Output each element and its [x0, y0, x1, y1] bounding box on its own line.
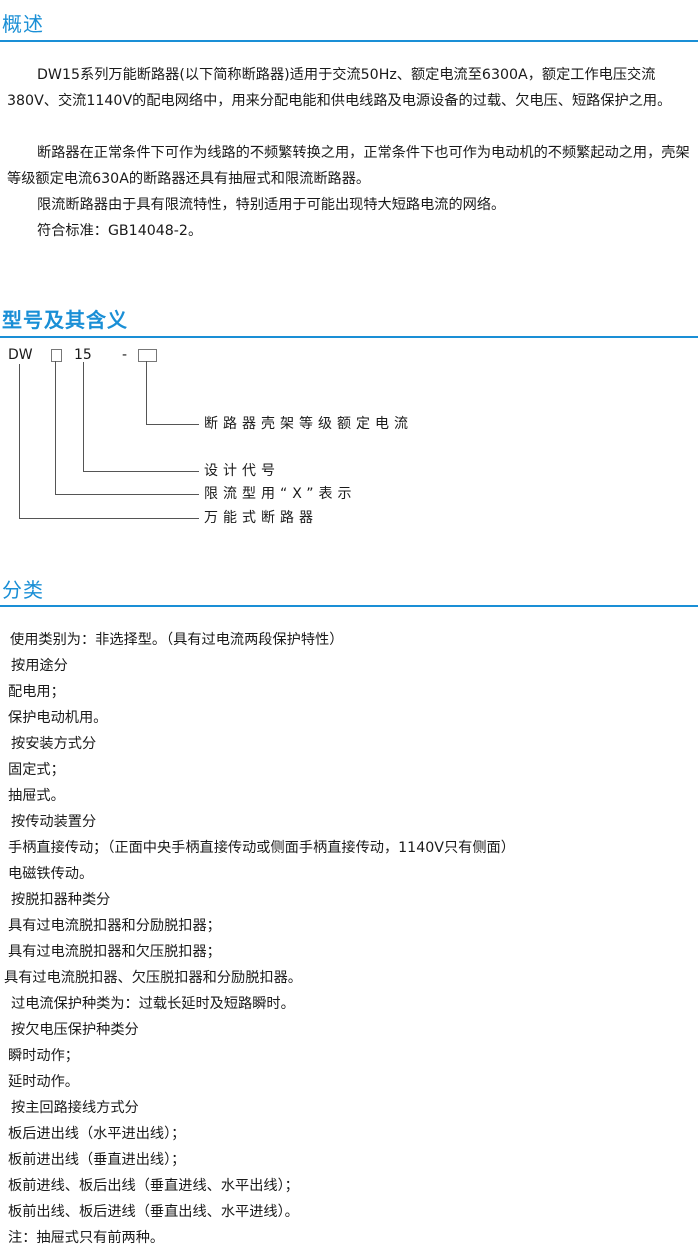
connector-line-limit-h: [55, 494, 199, 495]
connector-line-limit-v: [55, 361, 56, 495]
meaning-current-limiting: 限流型用“X”表示: [204, 486, 357, 502]
overview-paragraph-4: 符合标准：GB14048-2。: [37, 223, 203, 239]
model-code-box-current: [138, 349, 157, 362]
meaning-universal-breaker: 万能式断路器: [204, 510, 318, 526]
list-item: 按主回路接线方式分: [11, 1100, 139, 1116]
list-item: 延时动作。: [8, 1074, 79, 1090]
list-item: 具有过电流脱扣器和分励脱扣器；: [8, 918, 221, 934]
list-item: 具有过电流脱扣器和欠压脱扣器；: [8, 944, 221, 960]
list-item: 具有过电流脱扣器、欠压脱扣器和分励脱扣器。: [4, 970, 302, 986]
overview-paragraph-2: 断路器在正常条件下可作为线路的不频繁转换之用，正常条件下也可作为电动机的不频繁起…: [7, 145, 690, 187]
meaning-frame-current: 断路器壳架等级额定电流: [204, 416, 413, 432]
overview-paragraph-1: DW15系列万能断路器(以下简称断路器)适用于交流50Hz、额定电流至6300A…: [7, 67, 672, 109]
section-title-overview: 概述: [2, 12, 44, 36]
section-title-classification: 分类: [2, 578, 44, 602]
model-code-box-variant: [51, 349, 62, 362]
model-code-prefix: DW: [8, 347, 33, 363]
section-divider-classification: [0, 605, 698, 607]
connector-line-current-h: [146, 424, 199, 425]
section-divider-overview: [0, 40, 698, 42]
list-item: 按脱扣器种类分: [11, 892, 111, 908]
list-item: 按欠电压保护种类分: [11, 1022, 139, 1038]
model-code-dash: -: [122, 347, 128, 363]
list-item: 按传动装置分: [11, 814, 97, 830]
list-item: 板前进线、板后出线（垂直进线、水平出线）；: [8, 1178, 299, 1194]
list-item: 瞬时动作；: [8, 1048, 79, 1064]
list-item: 固定式；: [8, 762, 65, 778]
list-item: 使用类别为：非选择型。（具有过电流两段保护特性）: [10, 632, 344, 648]
list-item: 过电流保护种类为：过载长延时及短路瞬时。: [11, 996, 295, 1012]
list-item: 按安装方式分: [11, 736, 97, 752]
list-item: 板后进出线（水平进出线）；: [8, 1126, 186, 1142]
section-title-model: 型号及其含义: [2, 308, 128, 332]
overview-paragraph-3: 限流断路器由于具有限流特性，特别适用于可能出现特大短路电流的网络。: [37, 197, 506, 213]
connector-line-design-v: [83, 362, 84, 472]
list-item: 板前进出线（垂直进出线）；: [8, 1152, 186, 1168]
connector-line-design-h: [83, 471, 199, 472]
list-item: 电磁铁传动。: [8, 866, 94, 882]
list-item: 注：抽屉式只有前两种。: [8, 1230, 165, 1246]
list-item: 抽屉式。: [8, 788, 65, 804]
list-item: 配电用；: [8, 684, 65, 700]
list-item: 板前出线、板后进线（垂直出线、水平进线）。: [8, 1204, 299, 1220]
connector-line-type-v: [19, 364, 20, 519]
list-item: 手柄直接传动；（正面中央手柄直接传动或侧面手柄直接传动，1140V只有侧面）: [8, 840, 515, 856]
section-divider-model: [0, 336, 698, 338]
model-code-series: 15: [74, 347, 92, 363]
list-item: 按用途分: [11, 658, 68, 674]
connector-line-current-v: [146, 361, 147, 425]
list-item: 保护电动机用。: [8, 710, 108, 726]
connector-line-type-h: [19, 518, 199, 519]
meaning-design-code: 设计代号: [204, 463, 280, 479]
